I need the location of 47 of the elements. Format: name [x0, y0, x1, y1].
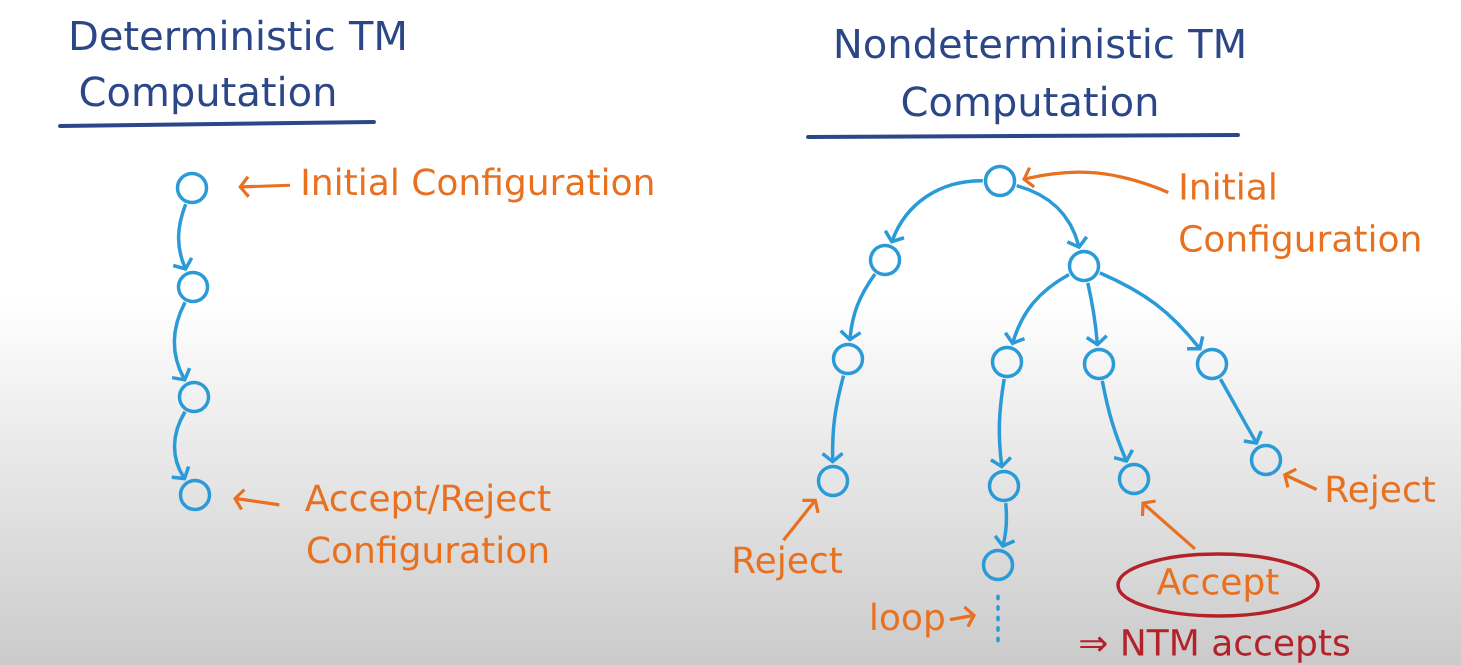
annotation-label: loop: [872, 602, 944, 638]
state-circle: [981, 548, 1015, 582]
state-circle: [1195, 347, 1229, 381]
state-circle: [1082, 347, 1116, 381]
transition-arrow: [172, 203, 194, 272]
annotation-label: Reject: [734, 545, 842, 581]
transition-arrow: [1003, 272, 1070, 346]
transition-arrow: [171, 301, 192, 382]
state-circle: [177, 380, 211, 414]
transition-arrow: [1016, 183, 1089, 250]
state-circle: [868, 243, 902, 277]
transition-arrow: [171, 410, 191, 481]
annotation-label: Initial Configuration: [303, 167, 653, 203]
leader-arrow: [1282, 467, 1318, 491]
transition-arrow: [1085, 282, 1108, 347]
state-circle: [175, 171, 209, 205]
state-circle: [176, 270, 210, 304]
state-circle: [1249, 443, 1283, 477]
state-circle: [987, 469, 1021, 503]
annotation-label: Accept/Reject Configuration: [305, 483, 551, 571]
transition-arrow: [821, 375, 846, 464]
state-circle: [983, 164, 1017, 198]
leader-arrow: [233, 488, 280, 511]
annotation-label: Reject: [1327, 474, 1435, 510]
heading-text: Deterministic TM Computation: [72, 19, 404, 115]
state-circle: [831, 342, 865, 376]
transition-arrow: [993, 503, 1016, 549]
leader-arrow: [1140, 499, 1196, 551]
state-circle: [990, 345, 1024, 379]
leader-arrow: [238, 175, 291, 198]
transition-arrow: [1100, 380, 1135, 464]
transition-arrow: [1218, 378, 1263, 445]
heading-text: Nondeterministic TM Computation: [836, 27, 1244, 125]
annotation-label: Initial Configuration: [1180, 172, 1420, 260]
leader-arrow: [1022, 166, 1169, 194]
leader-arrow: [949, 605, 976, 628]
transition-arrow: [883, 179, 983, 244]
state-circle: [816, 464, 850, 498]
conclusion-text: ⇒ NTM accepts: [1080, 629, 1349, 663]
state-circle: [178, 478, 212, 512]
transition-arrow: [1099, 271, 1205, 351]
state-circle: [1117, 462, 1151, 496]
leader-arrow: [782, 498, 820, 542]
state-circle: [1067, 249, 1101, 283]
transition-arrow: [839, 273, 877, 342]
transition-arrow: [990, 378, 1013, 469]
circled-label: Accept: [1116, 552, 1320, 618]
